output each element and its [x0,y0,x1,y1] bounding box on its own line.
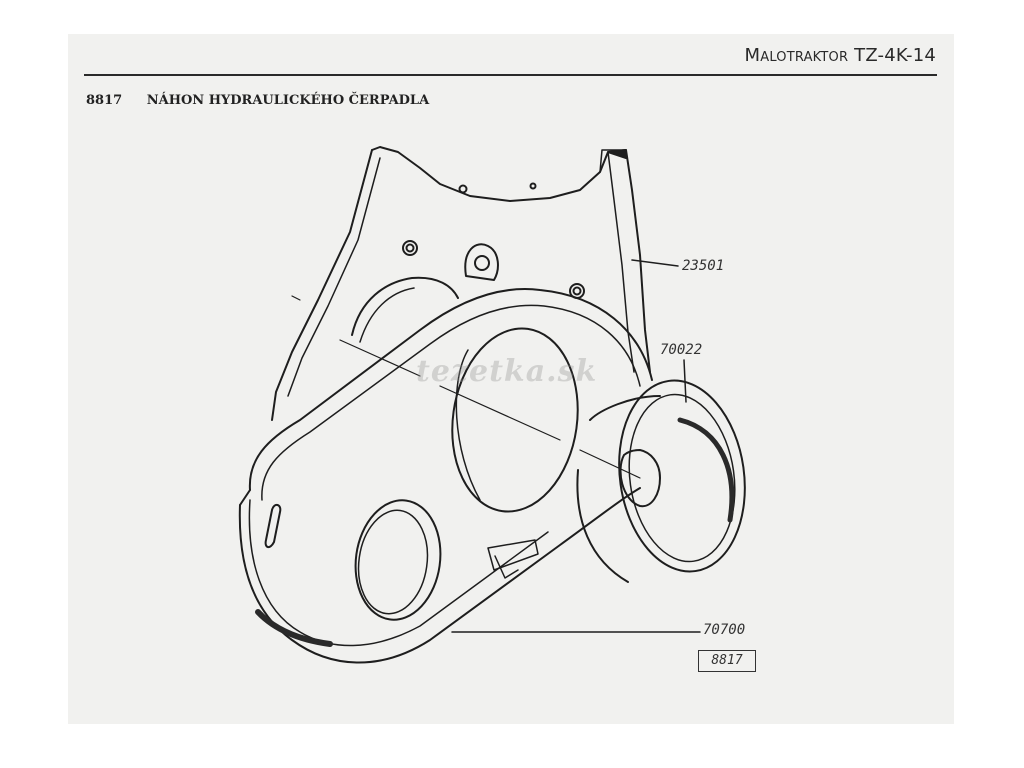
section-heading: 8817 NÁHON HYDRAULICKÉHO ČERPADLA [86,93,429,108]
section-title: NÁHON HYDRAULICKÉHO ČERPADLA [146,93,430,108]
document-header: Malotraktor TZ-4K-14 [745,45,937,66]
scanned-page [68,34,954,724]
part-label-housing: 23501 [682,258,725,274]
cover-part [238,288,653,664]
header-title-prefix: Malotraktor [744,45,849,66]
header-rule [84,74,937,76]
watermark: tezetka.sk [416,354,598,389]
section-number: 8817 [86,93,123,108]
pulley-part [576,379,746,583]
header-title-model: TZ-4K-14 [854,45,936,66]
leader-housing [631,259,679,267]
figure-id-box: 8817 [698,650,756,672]
part-label-pulley: 70022 [660,342,703,358]
leader-pulley [683,359,687,403]
housing-part [271,146,651,421]
part-label-cover: 70700 [703,622,746,638]
